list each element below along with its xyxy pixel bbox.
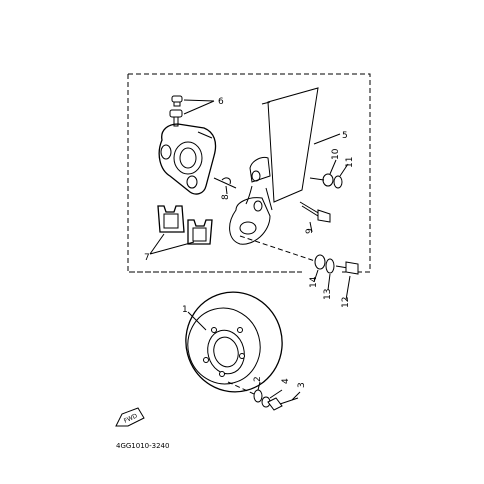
fork-leg-part (229, 87, 319, 245)
caliper-body (158, 123, 217, 195)
washer-10 (322, 173, 334, 187)
bolt-3 (267, 397, 299, 411)
part-label-6: 6 (218, 97, 224, 107)
leader-1 (187, 311, 207, 331)
leader-9 (309, 221, 313, 233)
axis-line-lower (239, 235, 319, 263)
part-label-11: 11 (345, 157, 355, 168)
washer-14 (314, 254, 326, 270)
part-label-1: 1 (182, 305, 188, 315)
brake-pads (157, 205, 213, 245)
part-label-8: 8 (221, 194, 231, 200)
part-label-9: 9 (305, 228, 315, 234)
axis-line-disc (227, 381, 255, 395)
leader-7 (149, 233, 195, 255)
part-label-12: 12 (341, 297, 351, 308)
leader-5 (313, 133, 341, 145)
leader-12-13-14 (313, 269, 351, 301)
part-label-14: 14 (309, 276, 319, 288)
part-label-4: 4 (281, 378, 291, 384)
part-label-2: 2 (253, 376, 263, 382)
part-label-10: 10 (331, 148, 341, 160)
washer-11 (333, 175, 343, 189)
part-label-5: 5 (342, 131, 348, 141)
pin-clip-part (213, 177, 237, 189)
assembly-boundary (127, 73, 371, 273)
forward-direction-badge: FWD (115, 407, 145, 427)
bleed-screw-cap (169, 95, 183, 127)
leader-2-3-4 (257, 381, 301, 401)
leader-6 (183, 99, 215, 115)
washer-13 (325, 258, 335, 274)
caliper-bolt-9 (299, 201, 331, 223)
part-label-7: 7 (144, 253, 150, 263)
leader-10-11 (309, 159, 349, 181)
washer-2 (253, 389, 263, 403)
brake-disc-part (185, 291, 283, 393)
part-label-13: 13 (323, 289, 333, 300)
diagram-code: 4GG1010-3240 (116, 442, 169, 450)
leader-8 (225, 185, 228, 195)
bolt-12 (335, 261, 359, 275)
part-label-3: 3 (297, 382, 307, 388)
